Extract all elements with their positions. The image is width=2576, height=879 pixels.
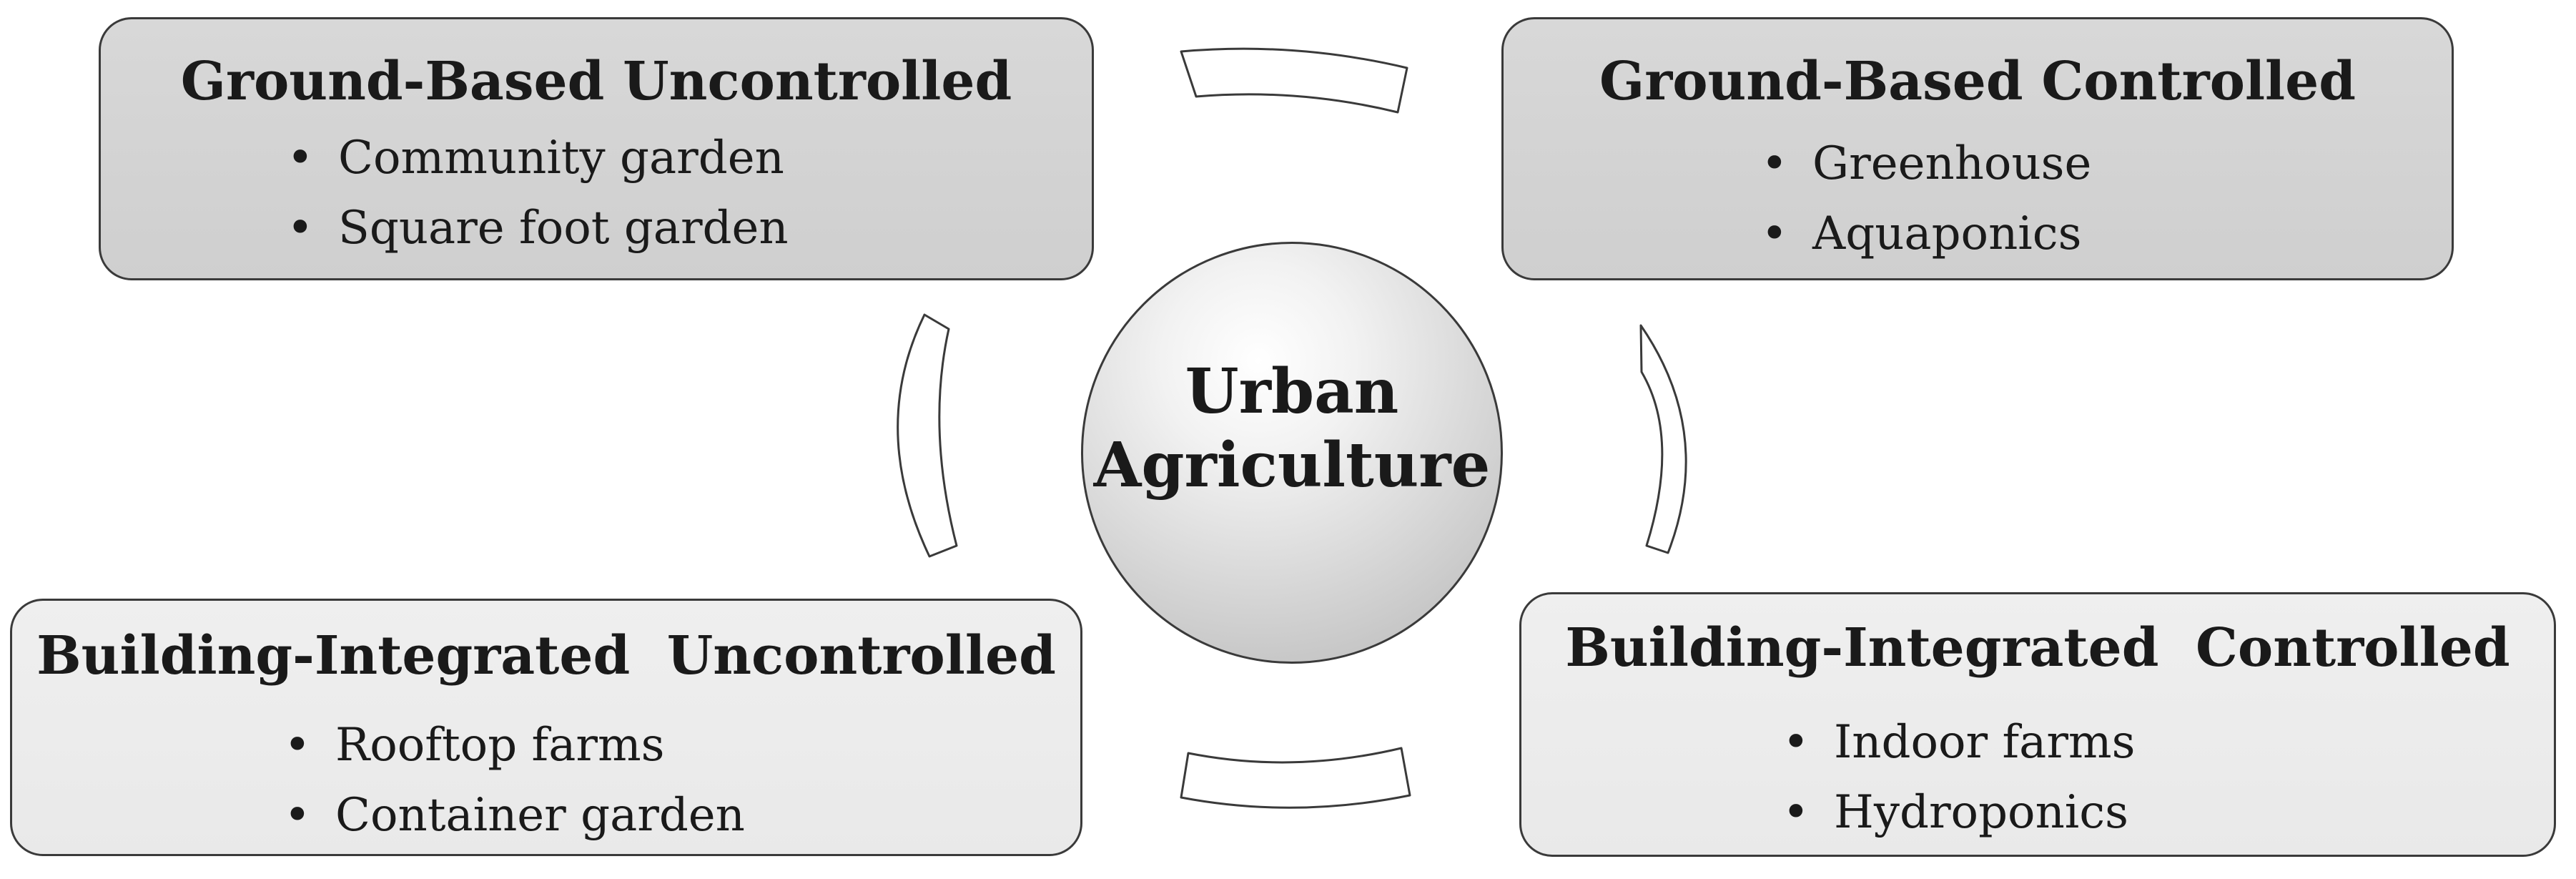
list-item: • Rooftop farms	[284, 722, 745, 792]
list-item: • Greenhouse	[1761, 141, 2091, 211]
bullet-icon: •	[1761, 207, 1788, 260]
box-item-list: • Indoor farms • Hydroponics	[1782, 720, 2135, 860]
connector-top	[1180, 47, 1408, 114]
list-item-label: Indoor farms	[1834, 716, 2136, 769]
center-label-line1: Urban	[1185, 355, 1399, 428]
list-item-label: Aquaponics	[1812, 207, 2082, 260]
bullet-icon: •	[284, 789, 311, 842]
list-item: • Hydroponics	[1782, 790, 2135, 860]
connector-right	[1639, 324, 1687, 554]
box-item-list: • Greenhouse • Aquaponics	[1761, 141, 2091, 281]
list-item-label: Rooftop farms	[335, 719, 665, 772]
list-item-label: Hydroponics	[1834, 786, 2128, 839]
box-title: Ground-Based Uncontrolled	[180, 51, 1012, 112]
list-item: • Indoor farms	[1782, 720, 2135, 790]
bullet-icon: •	[1782, 716, 1810, 769]
bullet-icon: •	[284, 719, 311, 772]
connector-left	[897, 313, 958, 558]
list-item-label: Square foot garden	[338, 202, 789, 255]
list-item: • Container garden	[284, 792, 745, 863]
list-item: • Square foot garden	[287, 205, 789, 275]
list-item-label: Greenhouse	[1812, 137, 2092, 190]
box-title: Ground-Based Controlled	[1599, 51, 2356, 112]
list-item-label: Container garden	[335, 789, 745, 842]
box-ground-based-controlled: Ground-Based Controlled • Greenhouse • A…	[1501, 17, 2454, 280]
list-item: • Aquaponics	[1761, 211, 2091, 281]
bullet-icon: •	[287, 202, 314, 255]
box-item-list: • Community garden • Square foot garden	[287, 135, 789, 275]
center-label-line2: Agriculture	[1093, 429, 1491, 502]
box-item-list: • Rooftop farms • Container garden	[284, 722, 745, 863]
box-title: Building-Integrated Uncontrolled	[36, 625, 1056, 687]
bullet-icon: •	[1782, 786, 1810, 839]
bullet-icon: •	[287, 132, 314, 185]
list-item: • Community garden	[287, 135, 789, 205]
connector-bottom	[1180, 747, 1411, 809]
box-title: Building-Integrated Controlled	[1565, 617, 2510, 679]
box-building-integrated-uncontrolled: Building-Integrated Uncontrolled • Rooft…	[10, 599, 1082, 856]
box-ground-based-uncontrolled: Ground-Based Uncontrolled • Community ga…	[99, 17, 1094, 280]
box-building-integrated-controlled: Building-Integrated Controlled • Indoor …	[1519, 592, 2556, 857]
list-item-label: Community garden	[338, 132, 784, 185]
center-label: Urban Agriculture	[1083, 355, 1501, 502]
center-circle-urban-agriculture: Urban Agriculture	[1081, 242, 1503, 664]
bullet-icon: •	[1761, 137, 1788, 190]
